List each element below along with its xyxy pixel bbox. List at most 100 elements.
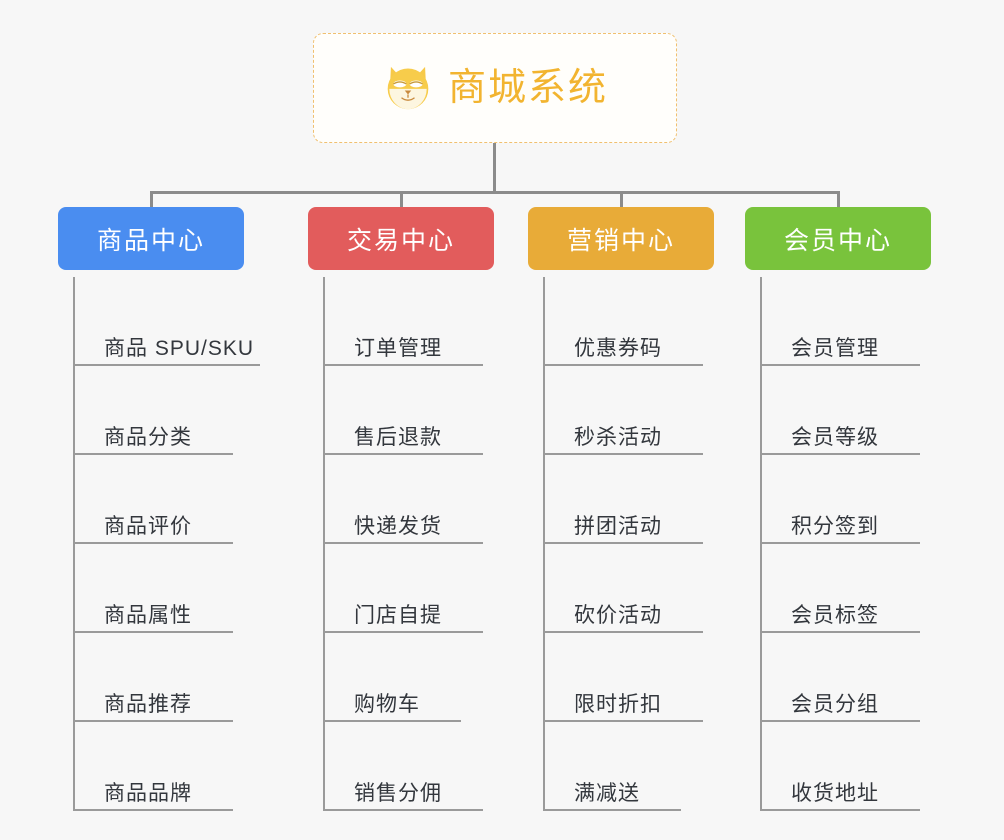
- connector-root-stem: [493, 143, 496, 193]
- leaf-label: 商品分类: [104, 425, 192, 449]
- column-member-center: 会员中心 会员管理 会员等级 积分签到 会员标签 会员分组: [745, 207, 975, 811]
- leaf-rule: [543, 631, 703, 633]
- connector-drop-2: [400, 191, 403, 207]
- list-item[interactable]: 拼团活动: [543, 455, 758, 544]
- leaf-rule: [323, 631, 483, 633]
- shiba-dog-icon: [382, 62, 434, 114]
- leaf-label: 商品 SPU/SKU: [104, 336, 255, 360]
- connector-spine: [543, 277, 545, 811]
- list-item[interactable]: 商品 SPU/SKU: [73, 277, 288, 366]
- leaf-rule: [543, 809, 681, 811]
- list-item[interactable]: 积分签到: [760, 455, 975, 544]
- list-item[interactable]: 限时折扣: [543, 633, 758, 722]
- list-item[interactable]: 会员标签: [760, 544, 975, 633]
- leaf-rule: [760, 542, 920, 544]
- category-header-product-center[interactable]: 商品中心: [58, 207, 244, 270]
- leaf-rule: [543, 364, 703, 366]
- leaf-list-trade-center: 订单管理 售后退款 快递发货 门店自提 购物车 销售分佣: [308, 277, 538, 811]
- list-item[interactable]: 商品推荐: [73, 633, 288, 722]
- leaf-label: 门店自提: [354, 603, 442, 627]
- leaf-rule: [323, 809, 483, 811]
- list-item[interactable]: 砍价活动: [543, 544, 758, 633]
- list-item[interactable]: 商品分类: [73, 366, 288, 455]
- leaf-list-marketing-center: 优惠券码 秒杀活动 拼团活动 砍价活动 限时折扣 满减送: [528, 277, 758, 811]
- leaf-label: 会员标签: [791, 603, 879, 627]
- list-item[interactable]: 会员分组: [760, 633, 975, 722]
- leaf-rule: [323, 364, 483, 366]
- leaf-rule: [543, 542, 703, 544]
- leaf-rule: [73, 720, 233, 722]
- leaf-rule: [760, 453, 920, 455]
- leaf-rule: [73, 453, 233, 455]
- leaf-label: 砍价活动: [574, 603, 662, 627]
- leaf-rule: [760, 364, 920, 366]
- list-item[interactable]: 商品品牌: [73, 722, 288, 811]
- list-item[interactable]: 销售分佣: [323, 722, 538, 811]
- list-item[interactable]: 商品评价: [73, 455, 288, 544]
- connector-spine: [323, 277, 325, 811]
- list-item[interactable]: 购物车: [323, 633, 538, 722]
- category-title: 会员中心: [783, 226, 892, 255]
- list-item[interactable]: 优惠券码: [543, 277, 758, 366]
- list-item[interactable]: 秒杀活动: [543, 366, 758, 455]
- leaf-label: 积分签到: [791, 514, 879, 538]
- leaf-label: 快递发货: [354, 514, 442, 538]
- root-title: 商城系统: [447, 67, 608, 109]
- list-item[interactable]: 满减送: [543, 722, 758, 811]
- leaf-rule: [760, 631, 920, 633]
- leaf-label: 商品品牌: [104, 781, 192, 805]
- column-marketing-center: 营销中心 优惠券码 秒杀活动 拼团活动 砍价活动 限时折扣: [528, 207, 758, 811]
- list-item[interactable]: 会员等级: [760, 366, 975, 455]
- leaf-rule: [760, 720, 920, 722]
- leaf-label: 会员等级: [791, 425, 879, 449]
- leaf-rule: [73, 364, 260, 366]
- connector-drop-1: [150, 191, 153, 207]
- connector-drop-4: [837, 191, 840, 207]
- leaf-rule: [543, 453, 703, 455]
- list-item[interactable]: 商品属性: [73, 544, 288, 633]
- column-product-center: 商品中心 商品 SPU/SKU 商品分类 商品评价 商品属性 商品推荐: [58, 207, 288, 811]
- category-header-marketing-center[interactable]: 营销中心: [528, 207, 714, 270]
- leaf-rule: [73, 809, 233, 811]
- leaf-label: 拼团活动: [574, 514, 662, 538]
- leaf-label: 限时折扣: [574, 692, 662, 716]
- leaf-label: 会员分组: [791, 692, 879, 716]
- leaf-label: 秒杀活动: [574, 425, 662, 449]
- list-item[interactable]: 收货地址: [760, 722, 975, 811]
- leaf-label: 售后退款: [354, 425, 442, 449]
- leaf-rule: [73, 631, 233, 633]
- leaf-list-member-center: 会员管理 会员等级 积分签到 会员标签 会员分组 收货地址: [745, 277, 975, 811]
- leaf-label: 会员管理: [791, 336, 879, 360]
- leaf-rule: [73, 542, 233, 544]
- leaf-label: 优惠券码: [574, 336, 662, 360]
- category-title: 营销中心: [566, 226, 675, 255]
- leaf-rule: [323, 542, 483, 544]
- category-title: 商品中心: [96, 226, 205, 255]
- connector-spine: [73, 277, 75, 811]
- leaf-rule: [323, 453, 483, 455]
- connector-spine: [760, 277, 762, 811]
- leaf-rule: [760, 809, 920, 811]
- leaf-rule: [323, 720, 461, 722]
- leaf-rule: [543, 720, 703, 722]
- leaf-label: 购物车: [354, 692, 420, 716]
- list-item[interactable]: 售后退款: [323, 366, 538, 455]
- category-header-member-center[interactable]: 会员中心: [745, 207, 931, 270]
- connector-drop-3: [620, 191, 623, 207]
- connector-horizontal-bus: [150, 191, 840, 194]
- column-trade-center: 交易中心 订单管理 售后退款 快递发货 门店自提 购物车: [308, 207, 538, 811]
- leaf-label: 满减送: [574, 781, 640, 805]
- list-item[interactable]: 会员管理: [760, 277, 975, 366]
- category-title: 交易中心: [346, 226, 455, 255]
- list-item[interactable]: 快递发货: [323, 455, 538, 544]
- leaf-list-product-center: 商品 SPU/SKU 商品分类 商品评价 商品属性 商品推荐 商品品牌: [58, 277, 288, 811]
- leaf-label: 销售分佣: [354, 781, 442, 805]
- category-header-trade-center[interactable]: 交易中心: [308, 207, 494, 270]
- list-item[interactable]: 订单管理: [323, 277, 538, 366]
- leaf-label: 收货地址: [791, 781, 879, 805]
- leaf-label: 订单管理: [354, 336, 442, 360]
- root-node-mall-system[interactable]: 商城系统: [313, 33, 677, 143]
- leaf-label: 商品推荐: [104, 692, 192, 716]
- list-item[interactable]: 门店自提: [323, 544, 538, 633]
